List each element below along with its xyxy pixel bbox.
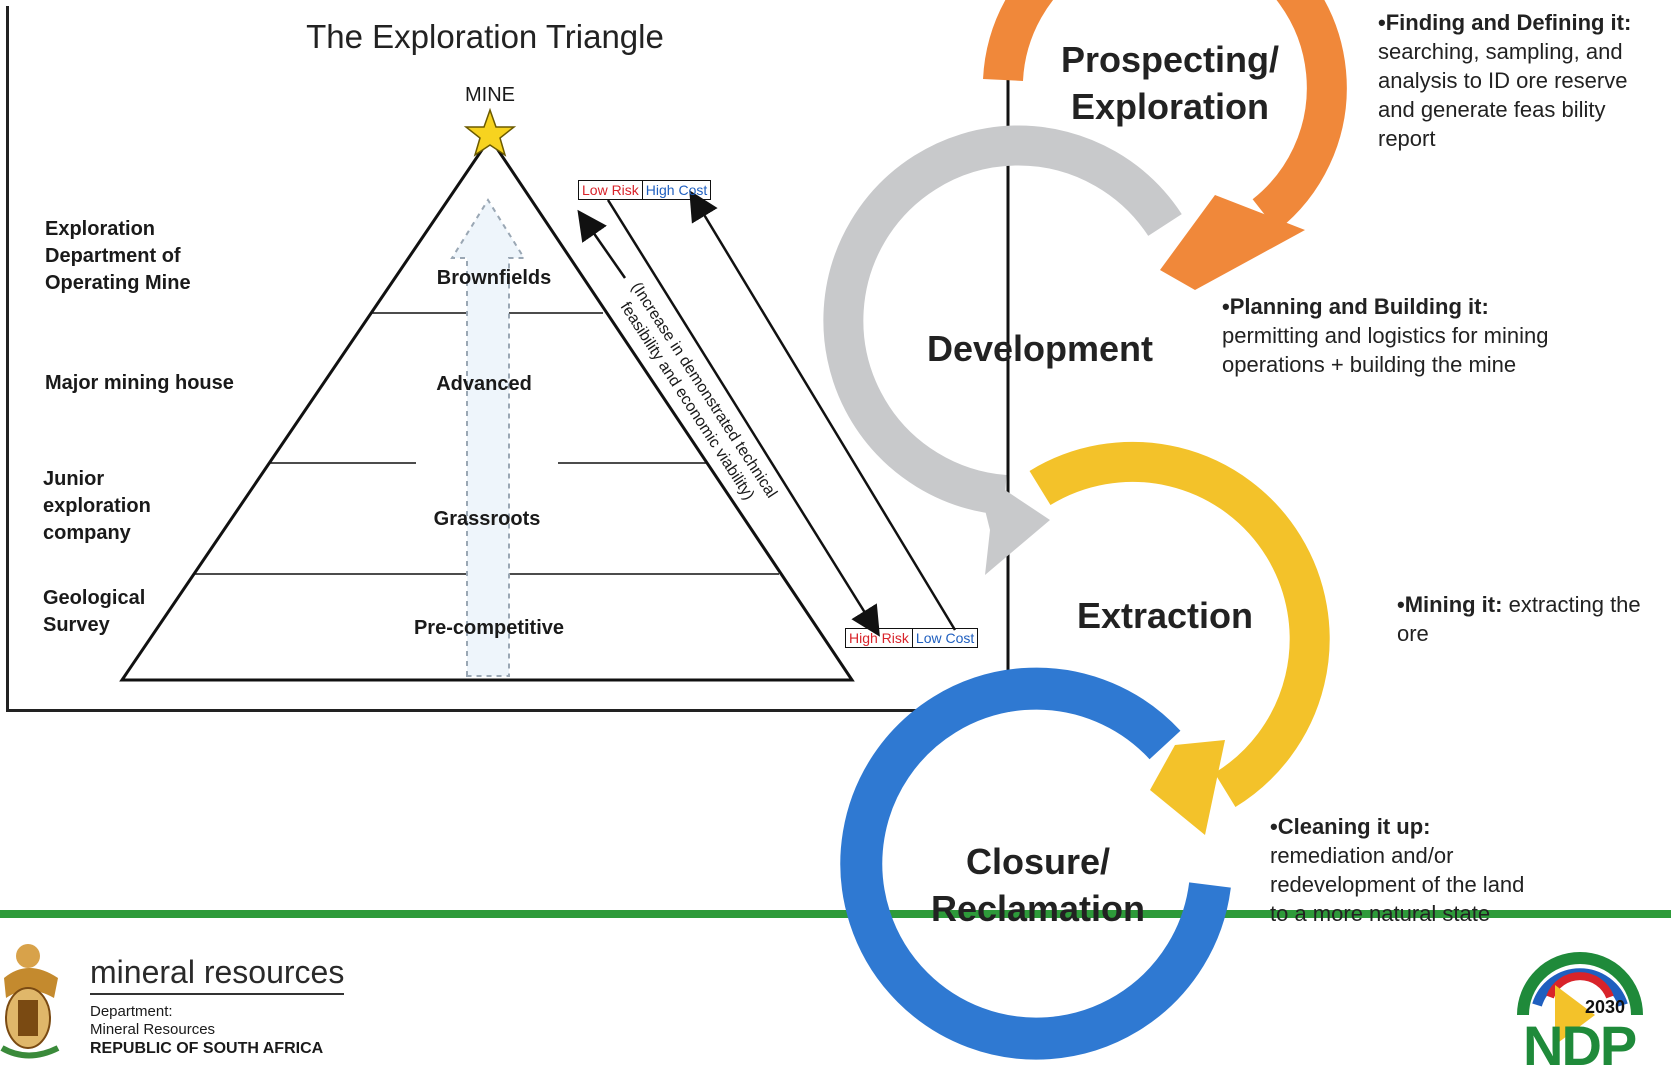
low-risk-label: Low Risk bbox=[578, 180, 643, 200]
closure-description: •Cleaning it up: remediation and/or rede… bbox=[1270, 812, 1530, 928]
mine-label: MINE bbox=[465, 84, 515, 106]
mine-star-icon bbox=[463, 107, 517, 157]
development-description: •Planning and Building it: permitting an… bbox=[1222, 292, 1602, 379]
ndp-logo: 2030 NDP bbox=[1515, 945, 1645, 1077]
prospecting-heading: •Finding and Defining it: bbox=[1378, 10, 1632, 35]
prospecting-title-line1: Prospecting/ bbox=[1060, 39, 1280, 80]
prospecting-title-line2: Exploration bbox=[1070, 86, 1270, 127]
cost-arrow-up bbox=[689, 190, 957, 631]
closure-title: Closure/ Reclamation bbox=[888, 838, 1188, 932]
high-risk-label: High Risk bbox=[845, 628, 913, 648]
bottom-risk-badge: High Risk Low Cost bbox=[845, 628, 979, 648]
extraction-arrowhead bbox=[1150, 740, 1225, 835]
development-heading: •Planning and Building it: bbox=[1222, 294, 1489, 319]
level-label-junior-company: Junior exploration company bbox=[43, 468, 151, 544]
closure-title-line1: Closure/ bbox=[965, 841, 1111, 882]
high-cost-label: High Cost bbox=[642, 180, 712, 200]
extraction-ring bbox=[1029, 441, 1330, 808]
ndp-year: 2030 bbox=[1585, 997, 1626, 1017]
top-risk-badge: Low Risk High Cost bbox=[578, 180, 712, 200]
development-ring bbox=[823, 125, 1182, 515]
extraction-title: Extraction bbox=[1076, 595, 1254, 636]
closure-heading: •Cleaning it up: bbox=[1270, 814, 1431, 839]
department-name: Mineral Resources bbox=[90, 1021, 216, 1038]
tier-pre-competitive: Pre-competitive bbox=[413, 617, 565, 639]
triangle-title: The Exploration Triangle bbox=[306, 18, 664, 55]
closure-text: remediation and/or redevelopment of the … bbox=[1270, 843, 1525, 926]
prospecting-title: Prospecting/ Exploration bbox=[1020, 36, 1320, 130]
prospecting-description: •Finding and Defining it: searching, sam… bbox=[1378, 8, 1663, 153]
extraction-text: extracting the ore bbox=[1397, 592, 1641, 646]
triangle-outline bbox=[119, 135, 855, 682]
department-label: Department: bbox=[90, 1003, 173, 1020]
closure-title-line2: Reclamation bbox=[930, 888, 1146, 929]
level-label-operating-mine: Exploration Department of Operating Mine bbox=[45, 218, 191, 294]
level-label-geological-survey: Geological Survey bbox=[43, 587, 146, 636]
risk-arrow-up-short bbox=[577, 209, 627, 279]
ndp-text: NDP bbox=[1523, 1014, 1637, 1077]
development-text: permitting and logistics for mining oper… bbox=[1222, 323, 1549, 377]
development-arrowhead bbox=[975, 470, 1050, 575]
prospecting-ring bbox=[983, 0, 1347, 231]
level-label-mining-house: Major mining house bbox=[45, 372, 234, 394]
footer-divider bbox=[0, 910, 1671, 918]
extraction-heading: •Mining it: bbox=[1397, 592, 1503, 617]
tier-advanced: Advanced bbox=[436, 373, 532, 395]
country-label: REPUBLIC OF SOUTH AFRICA bbox=[90, 1040, 324, 1057]
brand-name: mineral resources bbox=[90, 954, 345, 995]
coat-of-arms-icon bbox=[0, 938, 68, 1068]
tier-grassroots: Grassroots bbox=[433, 508, 541, 530]
tier-brownfields: Brownfields bbox=[436, 267, 552, 289]
low-cost-label: Low Cost bbox=[912, 628, 979, 648]
development-title: Development bbox=[926, 328, 1154, 369]
progress-arrow bbox=[450, 198, 526, 677]
prospecting-arrowhead bbox=[1160, 195, 1305, 290]
extraction-description: •Mining it: extracting the ore bbox=[1397, 590, 1647, 648]
closure-ring bbox=[840, 667, 1231, 1060]
risk-arrow-down bbox=[606, 199, 880, 637]
prospecting-text: searching, sampling, and analysis to ID … bbox=[1378, 39, 1628, 151]
exploration-triangle-panel bbox=[6, 6, 1008, 712]
